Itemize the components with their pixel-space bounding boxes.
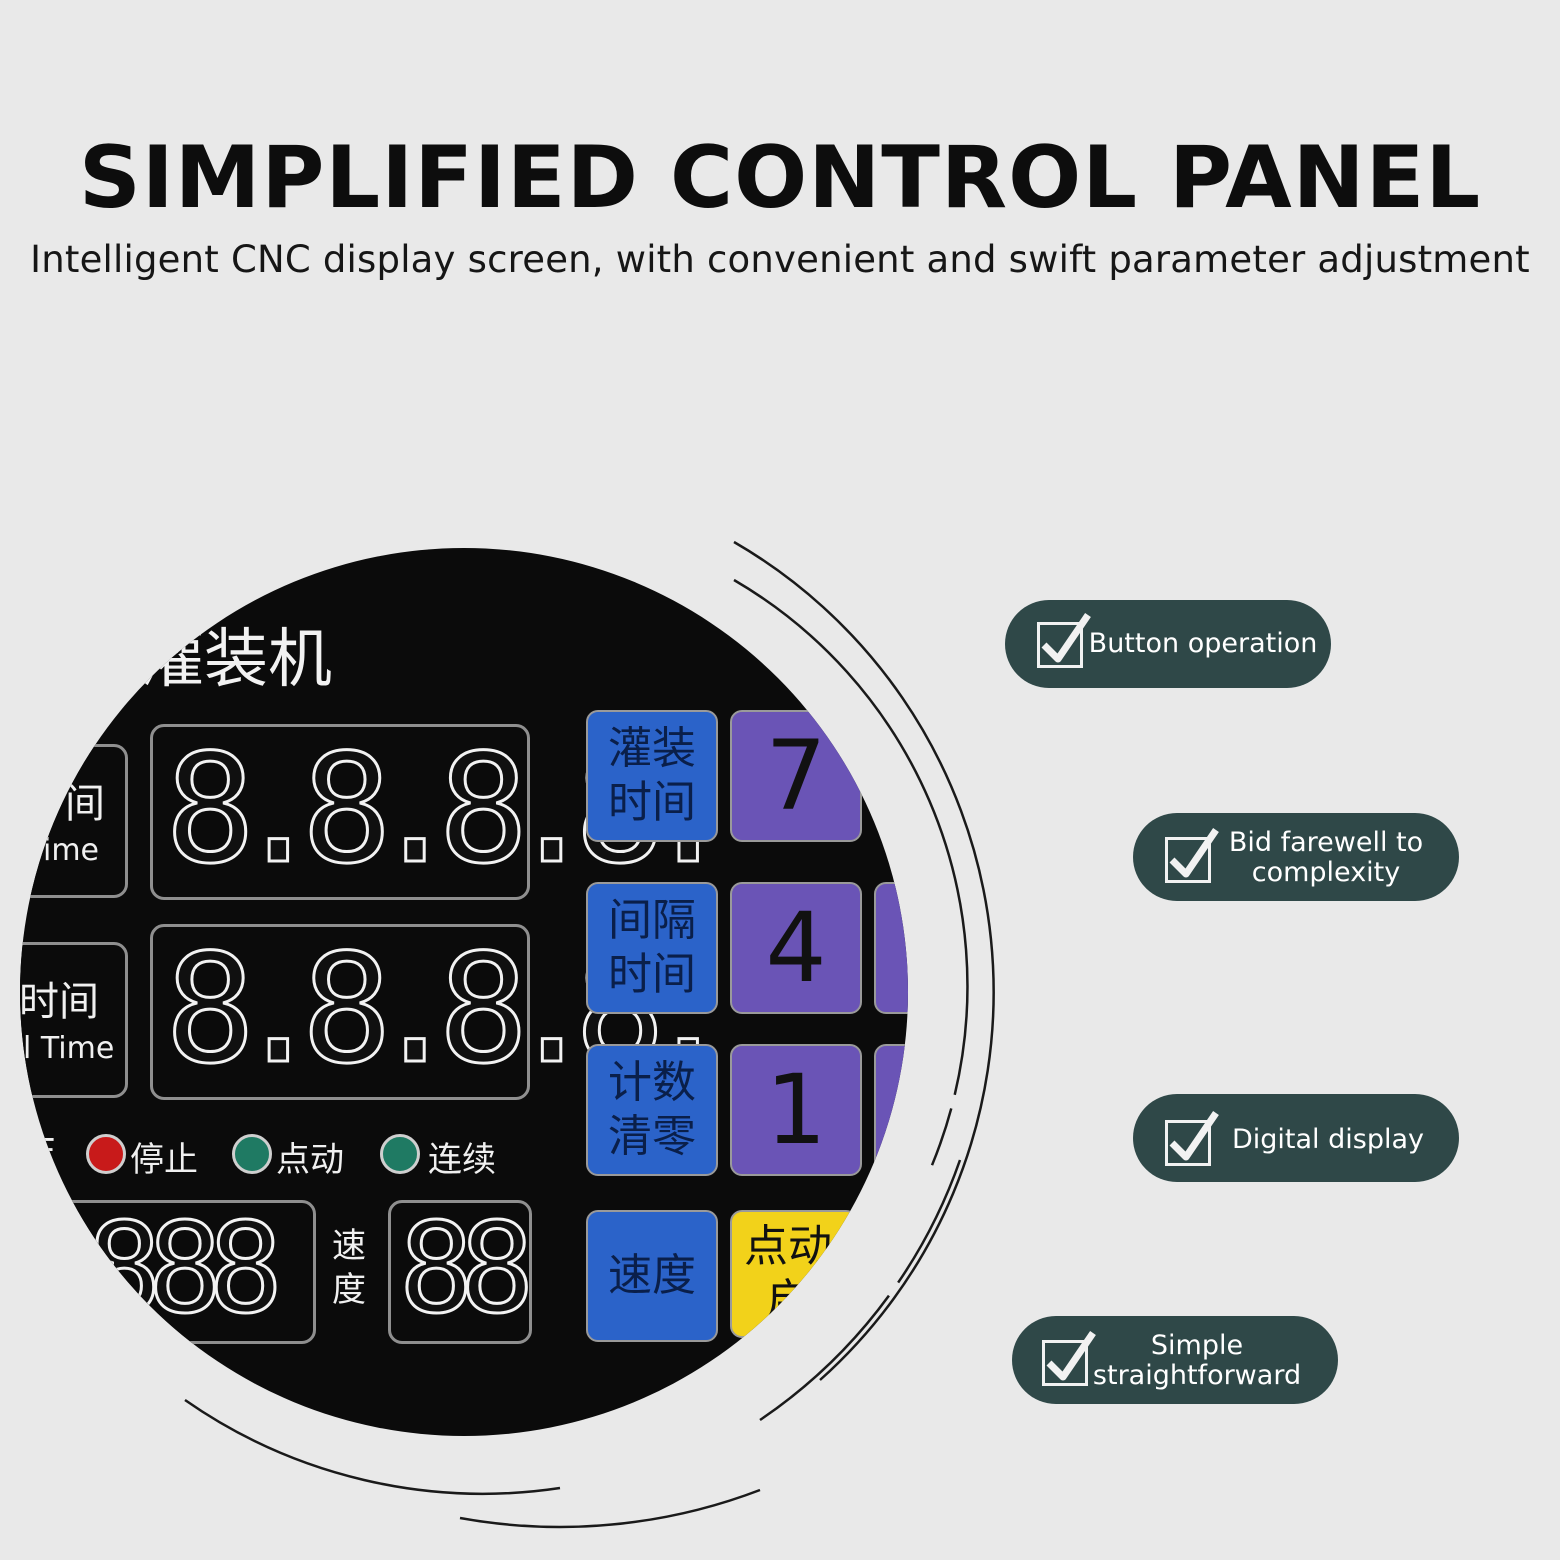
continuous-indicator-led (380, 1134, 420, 1174)
bottom-arc-a (184, 1398, 561, 1495)
checkbox-check-icon (1165, 1111, 1219, 1166)
speed-display-label: 速 度 (332, 1226, 366, 1310)
partial-purple-key-row2[interactable] (874, 882, 908, 1014)
indicator-partial-label: F (36, 1132, 56, 1172)
checkbox-check-icon (1037, 613, 1091, 668)
count-reset-key-label: 计数 清零 (608, 1057, 696, 1162)
stop-indicator-led (86, 1134, 126, 1174)
feature-badge-bid-farewell: Bid farewell to complexity (1133, 813, 1459, 901)
number-4-key[interactable]: 4 (730, 882, 862, 1014)
inner-arc-right (733, 578, 969, 1171)
bottom-arc-b (459, 1488, 761, 1529)
fill-time-display: 8.8.8.8. (150, 722, 735, 900)
interval-time-key-label: 间隔 时间 (608, 895, 696, 1000)
interval-time-label-en: l Time (23, 1031, 115, 1066)
feature-text-simple: Simple straightforward (1092, 1330, 1302, 1391)
fill-time-label-en: ime (43, 833, 100, 868)
number-1-key[interactable]: 1 (730, 1044, 862, 1176)
speed-digits: 88 (397, 1196, 535, 1343)
speed-key-label: 速度 (608, 1250, 696, 1301)
feature-badge-digital-display: Digital display (1133, 1094, 1459, 1182)
feature-text-digital-display: Digital display (1231, 1124, 1425, 1155)
control-panel-closeup: 灌装机 间 ime 8.8.8.8. 时间 l Time 8.8.8.8. F … (20, 548, 908, 1436)
counter-display: 888 (50, 1196, 316, 1344)
stop-indicator-label: 停止 (130, 1140, 198, 1180)
fill-time-label-cn: 间 (65, 781, 105, 827)
continuous-indicator-label: 连续 (428, 1140, 496, 1180)
speed-key[interactable]: 速度 (586, 1210, 718, 1342)
fill-time-key[interactable]: 灌装 时间 (586, 710, 718, 842)
speed-display: 88 (388, 1196, 536, 1344)
jog-start-key[interactable]: 点动 启 (730, 1210, 858, 1338)
feature-text-bid-farewell: Bid farewell to complexity (1228, 827, 1424, 888)
count-reset-key[interactable]: 计数 清零 (586, 1044, 718, 1176)
jog-indicator-label: 点动 (276, 1140, 344, 1180)
feature-text-button-operation: Button operation (1088, 628, 1318, 659)
page-title: SIMPLIFIED CONTROL PANEL (78, 128, 1482, 228)
partial-purple-key-row3[interactable] (874, 1044, 908, 1176)
fill-time-label-box: 间 ime (20, 744, 128, 898)
number-7-key[interactable]: 7 (730, 710, 862, 842)
checkbox-check-icon (1042, 1331, 1096, 1386)
interval-time-key[interactable]: 间隔 时间 (586, 882, 718, 1014)
number-4-key-label: 4 (765, 892, 827, 1004)
bottom-arc-c (759, 1159, 962, 1422)
interval-time-label-cn: 时间 (20, 979, 99, 1025)
number-7-key-label: 7 (765, 720, 827, 832)
machine-title: 灌装机 (140, 623, 332, 697)
fill-time-key-label: 灌装 时间 (608, 723, 696, 828)
interval-time-label-box: 时间 l Time (20, 942, 128, 1098)
feature-badge-button-operation: Button operation (1005, 600, 1331, 688)
interval-time-display: 8.8.8.8. (150, 922, 735, 1100)
checkbox-check-icon (1165, 828, 1219, 883)
feature-badge-simple: Simple straightforward (1012, 1316, 1338, 1404)
jog-indicator-led (232, 1134, 272, 1174)
outer-arc-right (733, 540, 995, 1381)
jog-start-key-label: 点动 启 (744, 1221, 832, 1326)
number-1-key-label: 1 (765, 1054, 827, 1166)
page-subtitle: Intelligent CNC display screen, with con… (30, 238, 1530, 281)
counter-digits: 888 (86, 1196, 285, 1343)
